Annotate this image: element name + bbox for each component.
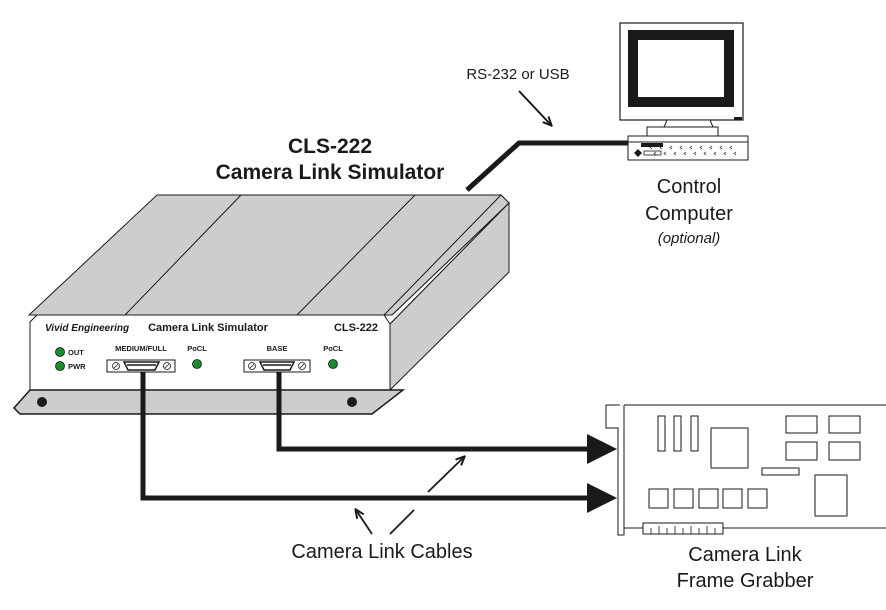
panel-model: CLS-222 bbox=[334, 322, 378, 334]
vent-mark bbox=[733, 151, 737, 156]
computer-label-line2: Computer bbox=[645, 203, 733, 225]
frame-grabber-label-line1: Camera Link bbox=[688, 544, 802, 566]
pocl-label-1: PoCL bbox=[187, 344, 207, 353]
vent-mark bbox=[693, 151, 697, 156]
frame-grabber-card-icon bbox=[605, 404, 886, 536]
control-cable bbox=[465, 140, 632, 192]
vent-mark bbox=[673, 151, 677, 156]
control-link-pointer-arrow bbox=[518, 90, 551, 125]
screw-icon bbox=[298, 362, 306, 370]
panel-title: Camera Link Simulator bbox=[148, 322, 269, 334]
pocl-led-2: PoCL bbox=[323, 344, 343, 369]
led-pwr-indicator bbox=[55, 361, 65, 371]
vent-mark bbox=[649, 145, 653, 150]
panel-brand: Vivid Engineering bbox=[45, 323, 129, 334]
connector-icon bbox=[122, 361, 161, 371]
cable-pointer-arrow-right bbox=[427, 457, 464, 493]
monitor-screen bbox=[628, 30, 734, 107]
cable-pointer-arrow-left bbox=[356, 510, 373, 535]
power-button-icon bbox=[734, 117, 742, 120]
device-model-title: CLS-222 bbox=[288, 135, 372, 158]
computer-label-line1: Control bbox=[657, 176, 721, 198]
led-out-indicator bbox=[55, 347, 65, 357]
vent-mark bbox=[713, 151, 717, 156]
port-base[interactable]: BASE bbox=[243, 344, 311, 373]
vent-mark bbox=[699, 145, 703, 150]
vent-mark bbox=[723, 151, 727, 156]
pocl-label-2: PoCL bbox=[323, 344, 343, 353]
computer-note: (optional) bbox=[658, 230, 721, 247]
simulator-chassis bbox=[12, 194, 510, 415]
vent-mark bbox=[679, 145, 683, 150]
screw-icon bbox=[112, 362, 120, 370]
vent-mark bbox=[703, 151, 707, 156]
cable-base bbox=[276, 372, 617, 464]
vent-mark bbox=[659, 145, 663, 150]
led-out-label: OUT bbox=[68, 348, 84, 357]
pocl-led-1: PoCL bbox=[187, 344, 207, 369]
screw-icon bbox=[248, 362, 256, 370]
computer-icon bbox=[619, 22, 749, 161]
cable-medium-full bbox=[140, 372, 617, 513]
vent-mark bbox=[663, 151, 667, 156]
cables-label: Camera Link Cables bbox=[291, 541, 472, 563]
device-name-title: Camera Link Simulator bbox=[216, 161, 445, 184]
drive-icon bbox=[634, 149, 642, 157]
connector-icon bbox=[258, 361, 296, 371]
port-medium-full-label: MEDIUM/FULL bbox=[115, 344, 167, 353]
vent-mark bbox=[689, 145, 693, 150]
vent-mark bbox=[719, 145, 723, 150]
vent-mark bbox=[729, 145, 733, 150]
vent-mark bbox=[669, 145, 673, 150]
mounting-hole-left bbox=[37, 397, 47, 407]
frame-grabber-label-line2: Frame Grabber bbox=[677, 570, 814, 592]
control-link-label: RS-232 or USB bbox=[466, 66, 569, 83]
led-out: OUT bbox=[55, 347, 84, 357]
port-base-label: BASE bbox=[267, 344, 288, 353]
screw-icon bbox=[163, 362, 171, 370]
vent-mark bbox=[653, 151, 657, 156]
led-pwr-label: PWR bbox=[68, 362, 86, 371]
mounting-hole-right bbox=[347, 397, 357, 407]
cable-pointer-line-right bbox=[389, 509, 415, 535]
vent-mark bbox=[709, 145, 713, 150]
vent-mark bbox=[683, 151, 687, 156]
led-pwr: PWR bbox=[55, 361, 86, 371]
